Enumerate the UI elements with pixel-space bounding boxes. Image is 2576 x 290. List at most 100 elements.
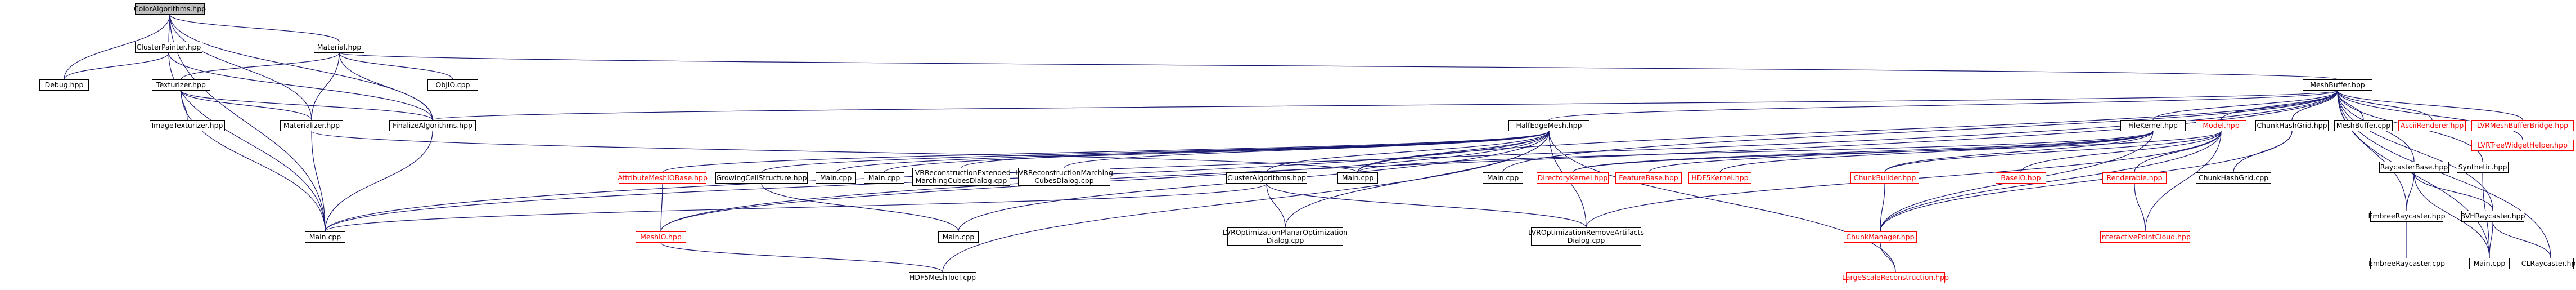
edge-material-to-texturizer [181,47,342,80]
edge-bvh-raycaster-to-cl-raycaster [2490,216,2551,258]
edge-file-kernel-to-chunk-builder [1884,126,2156,173]
node-mesh-buffer[interactable]: MeshBuffer.hpp [2303,79,2372,91]
node-directory-kernel[interactable]: DirectoryKernel.hpp [1537,172,1609,184]
node-main-a[interactable]: Main.cpp [816,172,856,184]
node-lvr-mesh-buffer-bridge[interactable]: LVRMeshBufferBridge.hpp [2471,120,2574,131]
edge-mesh-buffer-to-bvh-raycaster [2335,85,2493,211]
edge-raycaster-base-to-embree-raycaster-hpp [2406,167,2417,211]
edge-model-to-base-io [2020,126,2224,173]
node-lvr-tree-widget-helper[interactable]: LVRTreeWidgetHelper.hpp [2471,140,2574,151]
node-bvh-raycaster[interactable]: BVHRaycaster.hpp [2461,211,2525,222]
edge-texturizer-to-materializer [178,85,312,121]
edge-half-edge-mesh-to-main-b [884,126,1552,173]
node-embree-raycaster-hpp[interactable]: EmbreeRaycaster.hpp [2368,211,2446,222]
node-cluster-algorithms[interactable]: ClusterAlgorithms.hpp [1226,172,1307,184]
node-chunk-hash-grid-cpp[interactable]: ChunkHashGrid.cpp [2196,172,2271,184]
node-obj-io[interactable]: ObjIO.cpp [427,79,478,91]
edge-half-edge-mesh-to-hdf5-mesh-tool [942,126,1552,273]
edge-mesh-buffer-to-cl-raycaster [2335,85,2551,258]
edge-color-algorithms-to-material [167,9,340,42]
edge-half-edge-mesh-to-large-scale-reconstruction [1546,126,1896,273]
edge-file-kernel-to-directory-kernel [1572,126,2156,173]
node-materializer[interactable]: Materializer.hpp [280,120,343,131]
node-ascii-renderer[interactable]: AsciiRenderer.hpp [2398,120,2466,131]
node-synthetic[interactable]: Synthetic.hpp [2457,162,2509,173]
node-main-b[interactable]: Main.cpp [864,172,904,184]
node-hdf5-kernel[interactable]: HDF5Kernel.hpp [1688,172,1751,184]
node-main-c[interactable]: Main.cpp [1337,172,1378,184]
edge-finalize-algorithms-to-main-bottom-left [325,126,435,232]
node-main-center[interactable]: Main.cpp [938,231,979,243]
edge-file-kernel-to-main-c [1357,126,2156,173]
edge-mesh-buffer-to-embree-raycaster-hpp [2335,85,2407,211]
edge-mesh-buffer-to-main-right [2335,85,2490,258]
node-hdf5-mesh-tool[interactable]: HDF5MeshTool.cpp [909,272,976,283]
node-color-algorithms: ColorAlgorithms.hpp [134,3,206,15]
node-attribute-mesh-io-base[interactable]: AttributeMeshIOBase.hpp [618,172,708,184]
node-mesh-io[interactable]: MeshIO.hpp [636,231,686,243]
edge-mesh-buffer-to-lvr-tree-widget-helper [2335,85,2523,140]
edge-half-edge-mesh-to-growing-cell-structure [761,126,1552,173]
node-half-edge-mesh[interactable]: HalfEdgeMesh.hpp [1508,120,1589,131]
node-cl-raycaster[interactable]: CLRaycaster.hpp [2521,258,2576,269]
edge-half-edge-mesh-to-cluster-algorithms [1266,126,1552,173]
edge-cluster-algorithms-to-lvr-planar [1264,178,1286,228]
edge-mesh-buffer-to-mesh-io [660,85,2341,232]
edge-mesh-buffer-to-main-bottom-left [325,85,2341,232]
edge-raycaster-base-to-main-right [2411,167,2490,258]
node-finalize-algorithms[interactable]: FinalizeAlgorithms.hpp [389,120,476,131]
node-base-io[interactable]: BaseIO.hpp [1996,172,2046,184]
edge-material-to-materializer [311,47,342,121]
edge-cluster-painter-to-debug [64,47,172,80]
node-main-right[interactable]: Main.cpp [2469,258,2510,269]
node-renderable[interactable]: Renderable.hpp [2102,172,2167,184]
edge-bvh-raycaster-to-main-right [2489,216,2496,258]
node-main-d[interactable]: Main.cpp [1483,172,1523,184]
edge-mesh-buffer-to-main-d [1502,85,2340,173]
node-growing-cell-structure[interactable]: GrowingCellStructure.hpp [715,172,808,184]
edge-cluster-algorithms-to-lvr-remove-artifacts [1264,178,1587,228]
edge-mesh-buffer-to-lvr-mesh-buffer-bridge [2335,85,2523,121]
edge-mesh-io-to-hdf5-mesh-tool [658,237,943,273]
node-mesh-buffer-cpp[interactable]: MeshBuffer.cpp [2334,120,2393,131]
edge-model-to-interactive-point-cloud [2145,126,2224,232]
edge-mesh-buffer-to-ascii-renderer [2335,85,2433,121]
edge-half-edge-mesh-to-lvr-extended-mc [961,126,1552,168]
edge-growing-cell-structure-to-main-center [759,178,959,232]
node-file-kernel[interactable]: FileKernel.hpp [2120,120,2186,131]
edge-renderable-to-interactive-point-cloud [2132,178,2146,232]
edge-material-to-finalize-algorithms [336,47,433,121]
node-interactive-point-cloud[interactable]: InteractivePointCloud.hpp [2100,231,2191,243]
node-model[interactable]: Model.hpp [2196,120,2246,131]
node-texturizer[interactable]: Texturizer.hpp [152,79,210,91]
node-embree-raycaster-cpp[interactable]: EmbreeRaycaster.cpp [2368,258,2445,269]
edge-mesh-buffer-to-chunk-hash-grid-hpp [2291,85,2340,121]
node-debug[interactable]: Debug.hpp [39,79,89,91]
edge-material-to-mesh-buffer [335,47,2338,80]
node-chunk-builder[interactable]: ChunkBuilder.hpp [1850,172,1919,184]
edge-color-algorithms-to-finalize-algorithms [167,9,433,121]
node-feature-base[interactable]: FeatureBase.hpp [1615,172,1682,184]
edge-texturizer-to-main-bottom-left [178,85,326,232]
node-material[interactable]: Material.hpp [314,42,364,53]
edge-color-algorithms-to-debug [64,9,173,80]
edge-file-kernel-to-hdf5-kernel [1719,126,2156,173]
node-chunk-hash-grid-hpp[interactable]: ChunkHashGrid.hpp [2255,120,2329,131]
edge-material-to-obj-io [336,47,453,80]
edge-mesh-buffer-to-file-kernel [2152,85,2340,121]
node-cluster-painter[interactable]: ClusterPainter.hpp [135,42,202,53]
node-main-bottom-left[interactable]: Main.cpp [305,231,345,243]
edge-model-to-chunk-manager [1880,126,2224,232]
edge-texturizer-to-finalize-algorithms [178,85,433,121]
node-image-texturizer[interactable]: ImageTexturizer.hpp [150,120,225,131]
node-raycaster-base[interactable]: RaycasterBase.hpp [2379,162,2449,173]
edge-model-to-directory-kernel [1572,126,2224,173]
edge-model-to-chunk-builder [1884,126,2224,173]
node-large-scale-reconstruction[interactable]: LargeScaleReconstruction.hpp [1842,272,1949,283]
edge-chunk-hash-grid-hpp-to-chunk-manager [1880,126,2295,232]
node-chunk-manager[interactable]: ChunkManager.hpp [1844,231,1917,243]
